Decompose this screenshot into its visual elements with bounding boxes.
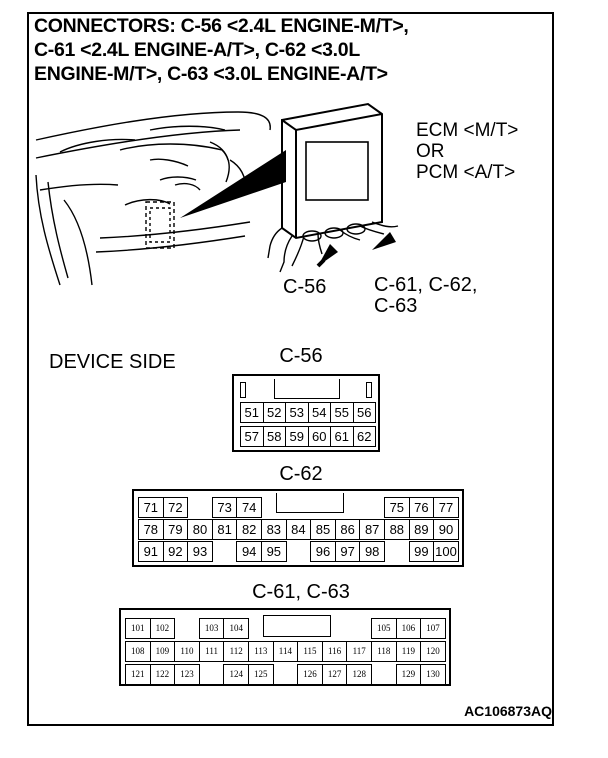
terminal-114: 114 [272, 641, 299, 662]
terminal-51: 51 [240, 402, 264, 423]
terminal-95: 95 [261, 541, 287, 562]
terminal-56: 56 [352, 402, 376, 423]
device-side-label: DEVICE SIDE [49, 351, 176, 373]
diagram-frame [27, 12, 554, 726]
terminal-102: 102 [149, 618, 176, 639]
terminal-92: 92 [162, 541, 189, 562]
ecm-label-line-3: PCM <A/T> [416, 162, 516, 183]
terminal-106: 106 [395, 618, 422, 639]
terminal-126: 126 [297, 664, 323, 685]
terminal-83: 83 [261, 519, 287, 540]
terminal-62: 62 [352, 426, 376, 447]
terminal-60: 60 [307, 426, 331, 447]
ecm-label-line-1: ECM <M/T> [416, 120, 519, 141]
terminal-100: 100 [433, 541, 459, 562]
terminal-101: 101 [125, 618, 151, 639]
terminal-77: 77 [433, 497, 459, 518]
terminal-82: 82 [236, 519, 262, 540]
terminal-73: 73 [211, 497, 238, 518]
figure-code: AC106873AQ [464, 703, 552, 719]
terminal-53: 53 [285, 402, 309, 423]
arrow-label-c61-c62-c63: C-61, C-62, C-63 [374, 275, 477, 317]
connector-c61-lock [263, 615, 331, 637]
terminal-93: 93 [187, 541, 213, 562]
terminal-118: 118 [371, 641, 397, 662]
terminal-52: 52 [262, 402, 286, 423]
terminal-110: 110 [174, 641, 200, 662]
page-title: CONNECTORS: C-56 <2.4L ENGINE-M/T>, C-61… [34, 14, 549, 86]
connector-c56-label: C-56 [279, 345, 323, 367]
terminal-79: 79 [162, 519, 189, 540]
ecm-label-line-2: OR [416, 141, 445, 162]
terminal-55: 55 [330, 402, 354, 423]
terminal-103: 103 [198, 618, 225, 639]
terminal-119: 119 [395, 641, 422, 662]
arrow-label-right-line-2: C-63 [374, 295, 418, 317]
terminal-59: 59 [285, 426, 309, 447]
connector-c56-lock [274, 379, 340, 399]
terminal-86: 86 [334, 519, 361, 540]
terminal-129: 129 [395, 664, 422, 685]
terminal-61: 61 [330, 426, 354, 447]
ecm-label: ECM <M/T> OR PCM <A/T> [416, 120, 518, 183]
terminal-130: 130 [420, 664, 446, 685]
connector-c62-label: C-62 [279, 463, 323, 485]
arrow-label-c56: C-56 [283, 276, 327, 298]
terminal-98: 98 [359, 541, 385, 562]
terminal-124: 124 [223, 664, 249, 685]
title-line-3: ENGINE-M/T>, C-63 <3.0L ENGINE-A/T> [34, 63, 388, 85]
terminal-109: 109 [149, 641, 176, 662]
terminal-111: 111 [198, 641, 225, 662]
terminal-75: 75 [384, 497, 410, 518]
terminal-128: 128 [346, 664, 372, 685]
terminal-84: 84 [285, 519, 312, 540]
terminal-108: 108 [125, 641, 151, 662]
connector-c62-lock [276, 493, 344, 513]
terminal-107: 107 [420, 618, 446, 639]
terminal-54: 54 [307, 402, 331, 423]
terminal-116: 116 [321, 641, 348, 662]
terminal-91: 91 [138, 541, 164, 562]
terminal-104: 104 [223, 618, 249, 639]
terminal-90: 90 [433, 519, 459, 540]
terminal-94: 94 [236, 541, 262, 562]
terminal-87: 87 [359, 519, 385, 540]
terminal-117: 117 [346, 641, 372, 662]
connector-c56-tab-left [240, 382, 246, 398]
terminal-72: 72 [162, 497, 189, 518]
title-line-2: C-61 <2.4L ENGINE-A/T>, C-62 <3.0L [34, 39, 360, 61]
terminal-97: 97 [334, 541, 361, 562]
terminal-88: 88 [384, 519, 410, 540]
terminal-125: 125 [248, 664, 274, 685]
terminal-85: 85 [310, 519, 336, 540]
terminal-127: 127 [321, 664, 348, 685]
terminal-81: 81 [211, 519, 238, 540]
terminal-123: 123 [174, 664, 200, 685]
terminal-121: 121 [125, 664, 151, 685]
terminal-74: 74 [236, 497, 262, 518]
terminal-113: 113 [248, 641, 274, 662]
terminal-71: 71 [138, 497, 164, 518]
terminal-99: 99 [408, 541, 435, 562]
terminal-115: 115 [297, 641, 323, 662]
terminal-58: 58 [262, 426, 286, 447]
terminal-80: 80 [187, 519, 213, 540]
title-line-1: CONNECTORS: C-56 <2.4L ENGINE-M/T>, [34, 15, 409, 37]
terminal-120: 120 [420, 641, 446, 662]
arrow-label-right-line-1: C-61, C-62, [374, 274, 478, 296]
terminal-105: 105 [371, 618, 397, 639]
terminal-57: 57 [240, 426, 264, 447]
terminal-76: 76 [408, 497, 435, 518]
terminal-96: 96 [310, 541, 336, 562]
terminal-112: 112 [223, 641, 249, 662]
terminal-89: 89 [408, 519, 435, 540]
terminal-78: 78 [138, 519, 164, 540]
terminal-122: 122 [149, 664, 176, 685]
connector-c61-c63-label: C-61, C-63 [252, 581, 350, 603]
connector-c56-tab-right [366, 382, 372, 398]
